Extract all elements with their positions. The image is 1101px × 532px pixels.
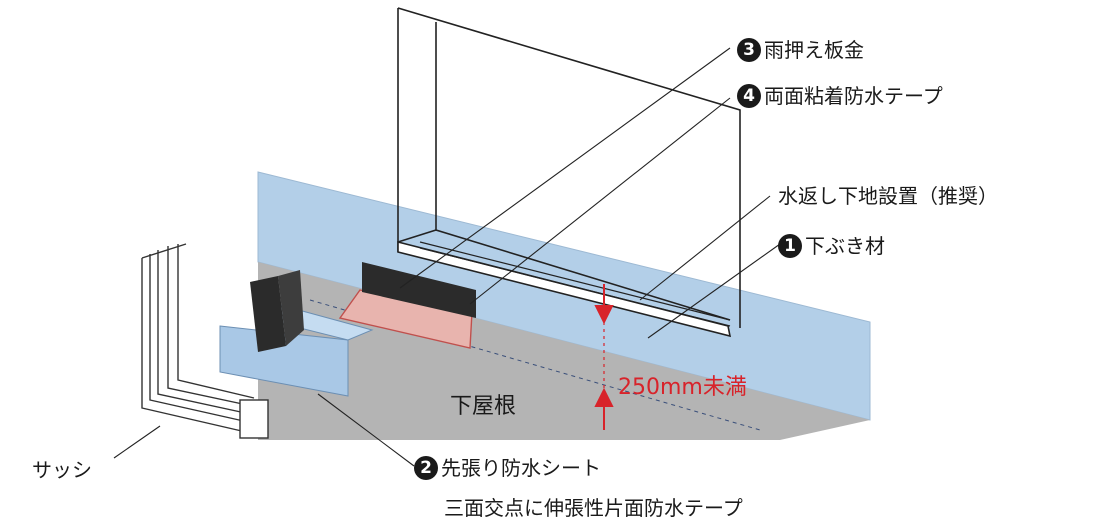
sill-detail [419,241,731,327]
sash-profile [141,243,269,439]
corner-tape [250,276,286,352]
double-tape [362,262,476,318]
label-sash: サッシ [32,458,92,482]
label-water-base: 水返し下地設置（推奨） [778,184,998,208]
label-roof: 下屋根 [450,394,517,419]
corner-tape-side [278,270,304,346]
window-frame [397,7,741,338]
roof-dashed-line [309,299,761,431]
dimension-marker [594,284,614,430]
label-three-point: 三面交点に伸張性片面防水テープ [444,496,743,520]
pre-sheet [219,325,349,397]
label-dimension: 250mm未満 [618,375,747,400]
leader-lines [113,47,781,467]
